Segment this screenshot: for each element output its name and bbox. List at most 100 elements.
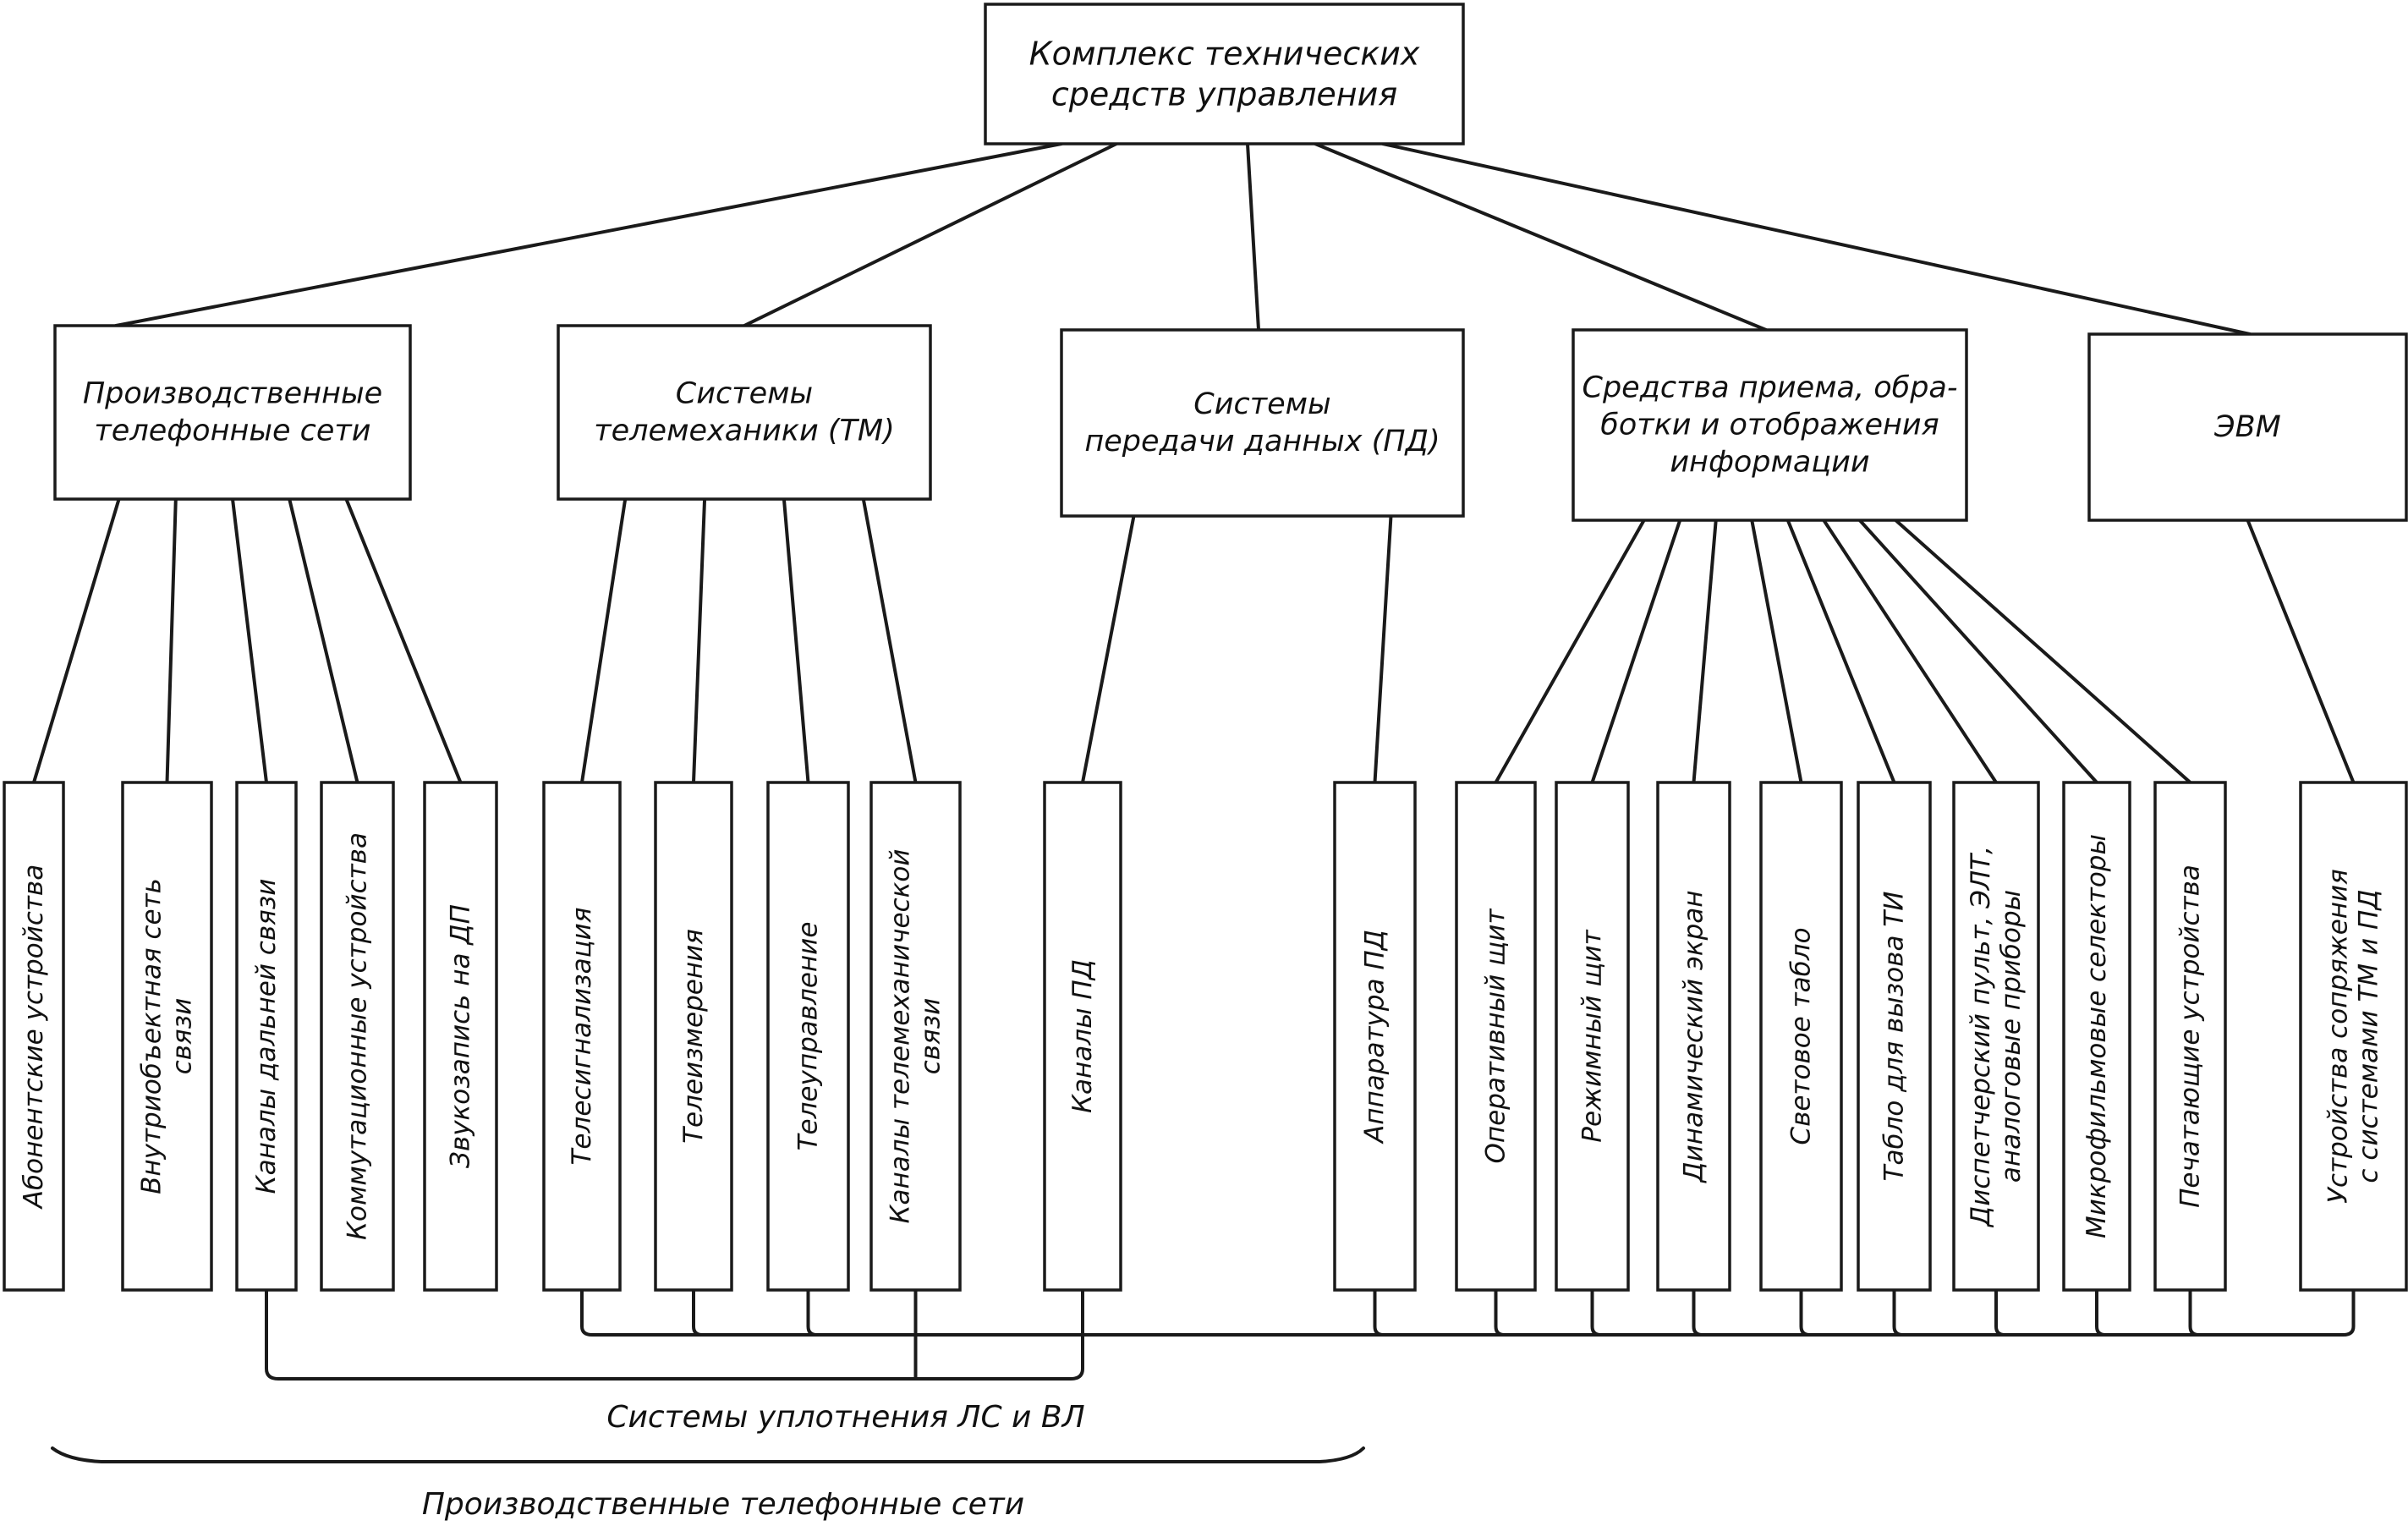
leaf-label-4: Звукозапись на ДП [446,904,476,1168]
category-box-tm [557,324,932,501]
connector-tm-leaf-8 [861,497,918,784]
bus-drop-6 [692,1290,703,1337]
leaf-label-3: Коммутационные устройства [343,832,373,1240]
category-title-phone-line: Производственные [83,377,382,411]
bus-drop-16 [1994,1290,2005,1337]
bus-line-main [580,1290,2356,1337]
leaf-label-17-line: Микрофильмовые селекторы [2082,834,2112,1238]
root-title-line: средств управления [1051,76,1397,113]
connector-info-leaf-18 [1894,519,2192,784]
connector-info-leaf-15 [1785,519,1896,784]
leaf-label-4-line: Звукозапись на ДП [446,904,476,1168]
leaf-label-17: Микрофильмовые селекторы [2082,834,2112,1238]
connector-info-leaf-14 [1750,519,1803,784]
leaf-label-1: Внутриобъектная сетьсвязи [137,878,198,1194]
phone-networks-brace [51,1446,1365,1463]
leaf-box-1 [121,781,213,1292]
connector-root-pd [1246,142,1260,332]
leaf-label-14-line: Световое табло [1786,927,1817,1144]
bus-lines [265,1290,2356,1381]
leaf-label-8: Каналы телемеханическойсвязи [886,849,946,1224]
connector-phone-leaf-2 [231,497,268,784]
leaf-label-9-line: Каналы ПД [1067,959,1098,1113]
root-box [984,3,1465,145]
category-box-evm [2087,332,2408,522]
leaf-label-16-line: Диспетчерский пульт, ЭЛТ, [1966,846,1996,1228]
compaction-systems-label: Системы уплотнения ЛС и ВЛ [606,1400,1084,1435]
connector-evm-leaf-19 [2246,519,2356,784]
leaf-label-18: Печатающие устройства [2175,865,2206,1208]
connector-info-leaf-13 [1692,519,1718,784]
leaf-label-15-line: Табло для вызова ТИ [1879,892,1910,1182]
connector-root-tm [743,142,1118,327]
category-title-pd-line: Системы [1193,387,1330,421]
category-title-info-line: Средства приема, обра- [1582,371,1958,405]
leaf-label-11-line: Оперативный щит [1481,908,1511,1164]
bus-drop-13 [1692,1290,1703,1337]
leaf-label-12: Режимный щит [1577,929,1608,1142]
leaf-label-5-line: Телесигнализация [567,908,597,1166]
bottom-labels: Системы уплотнения ЛС и ВЛ Производствен… [51,1400,1365,1522]
connector-tm-leaf-6 [692,497,707,784]
leaf-label-3-line: Коммутационные устройства [343,832,373,1240]
leaf-label-2: Каналы дальней связи [251,879,282,1194]
connector-lines [32,142,2356,784]
root-title-line: Комплекс технических [1029,36,1420,73]
leaf-label-13-line: Динамический экран [1679,890,1709,1183]
leaf-label-7-line: Телеуправление [793,922,824,1151]
leaf-label-15: Табло для вызова ТИ [1879,892,1910,1182]
leaf-box-8 [869,781,962,1292]
connector-info-leaf-11 [1494,519,1646,784]
leaf-label-2-line: Каналы дальней связи [251,879,282,1194]
connector-info-leaf-16 [1822,519,1998,784]
connector-info-leaf-12 [1590,519,1682,784]
category-title-tm-line: телемеханики (ТМ) [594,414,894,448]
leaf-label-0-line: Абонентские устройства [19,865,49,1210]
category-title-evm: ЭВМ [2213,410,2281,444]
bus-drop-12 [1590,1290,1601,1337]
category-title-pd-line: передачи данных (ПД) [1084,425,1440,458]
leaf-box-11 [1455,781,1537,1292]
leaf-label-16: Диспетчерский пульт, ЭЛТ,аналоговые приб… [1966,846,2027,1228]
bus-drop-11 [1494,1290,1505,1337]
leaf-box-10 [1333,781,1417,1292]
leaf-box-0 [3,781,65,1292]
connector-phone-leaf-1 [165,497,178,784]
leaf-label-6: Телеизмерения [678,929,709,1144]
category-box-info [1572,328,1968,522]
leaf-label-10: Аппаратура ПД [1360,930,1390,1144]
leaf-label-14: Световое табло [1786,927,1817,1144]
category-title-tm-line: Системы [676,377,813,411]
leaf-label-1-line: Внутриобъектная сеть [137,878,167,1194]
leaf-label-19-line: с системами ТМ и ПД [2354,889,2384,1183]
leaf-label-19-line: Устройства сопряжения [2323,869,2354,1204]
leaf-box-13 [1656,781,1731,1292]
leaf-box-17 [2062,781,2131,1292]
leaf-box-16 [1952,781,2040,1292]
leaf-label-10-line: Аппаратура ПД [1360,930,1390,1144]
leaf-box-5 [542,781,622,1292]
category-title-evm-line: ЭВМ [2213,410,2281,444]
leaf-label-12-line: Режимный щит [1577,929,1608,1142]
leaf-box-19 [2299,781,2408,1292]
leaf-label-19: Устройства сопряженияс системами ТМ и ПД [2323,869,2384,1204]
leaf-box-9 [1043,781,1122,1292]
bus-drop-14 [1799,1290,1810,1337]
connector-phone-leaf-3 [288,497,359,784]
leaf-label-16-line: аналоговые приборы [1996,890,2027,1183]
category-box-phone [53,324,412,501]
category-title-pd: Системы передачи данных (ПД) [1084,387,1440,458]
bus-drop-15 [1892,1290,1903,1337]
connector-phone-leaf-4 [344,497,463,784]
leaf-box-7 [766,781,850,1292]
leaf-label-5: Телесигнализация [567,908,597,1166]
leaf-box-12 [1555,781,1630,1292]
connector-root-phone [114,142,1063,327]
category-title-phone-line: телефонные сети [94,414,370,448]
category-title-info-line: ботки и отображения [1600,409,1939,442]
leaf-label-11: Оперативный щит [1481,908,1511,1164]
